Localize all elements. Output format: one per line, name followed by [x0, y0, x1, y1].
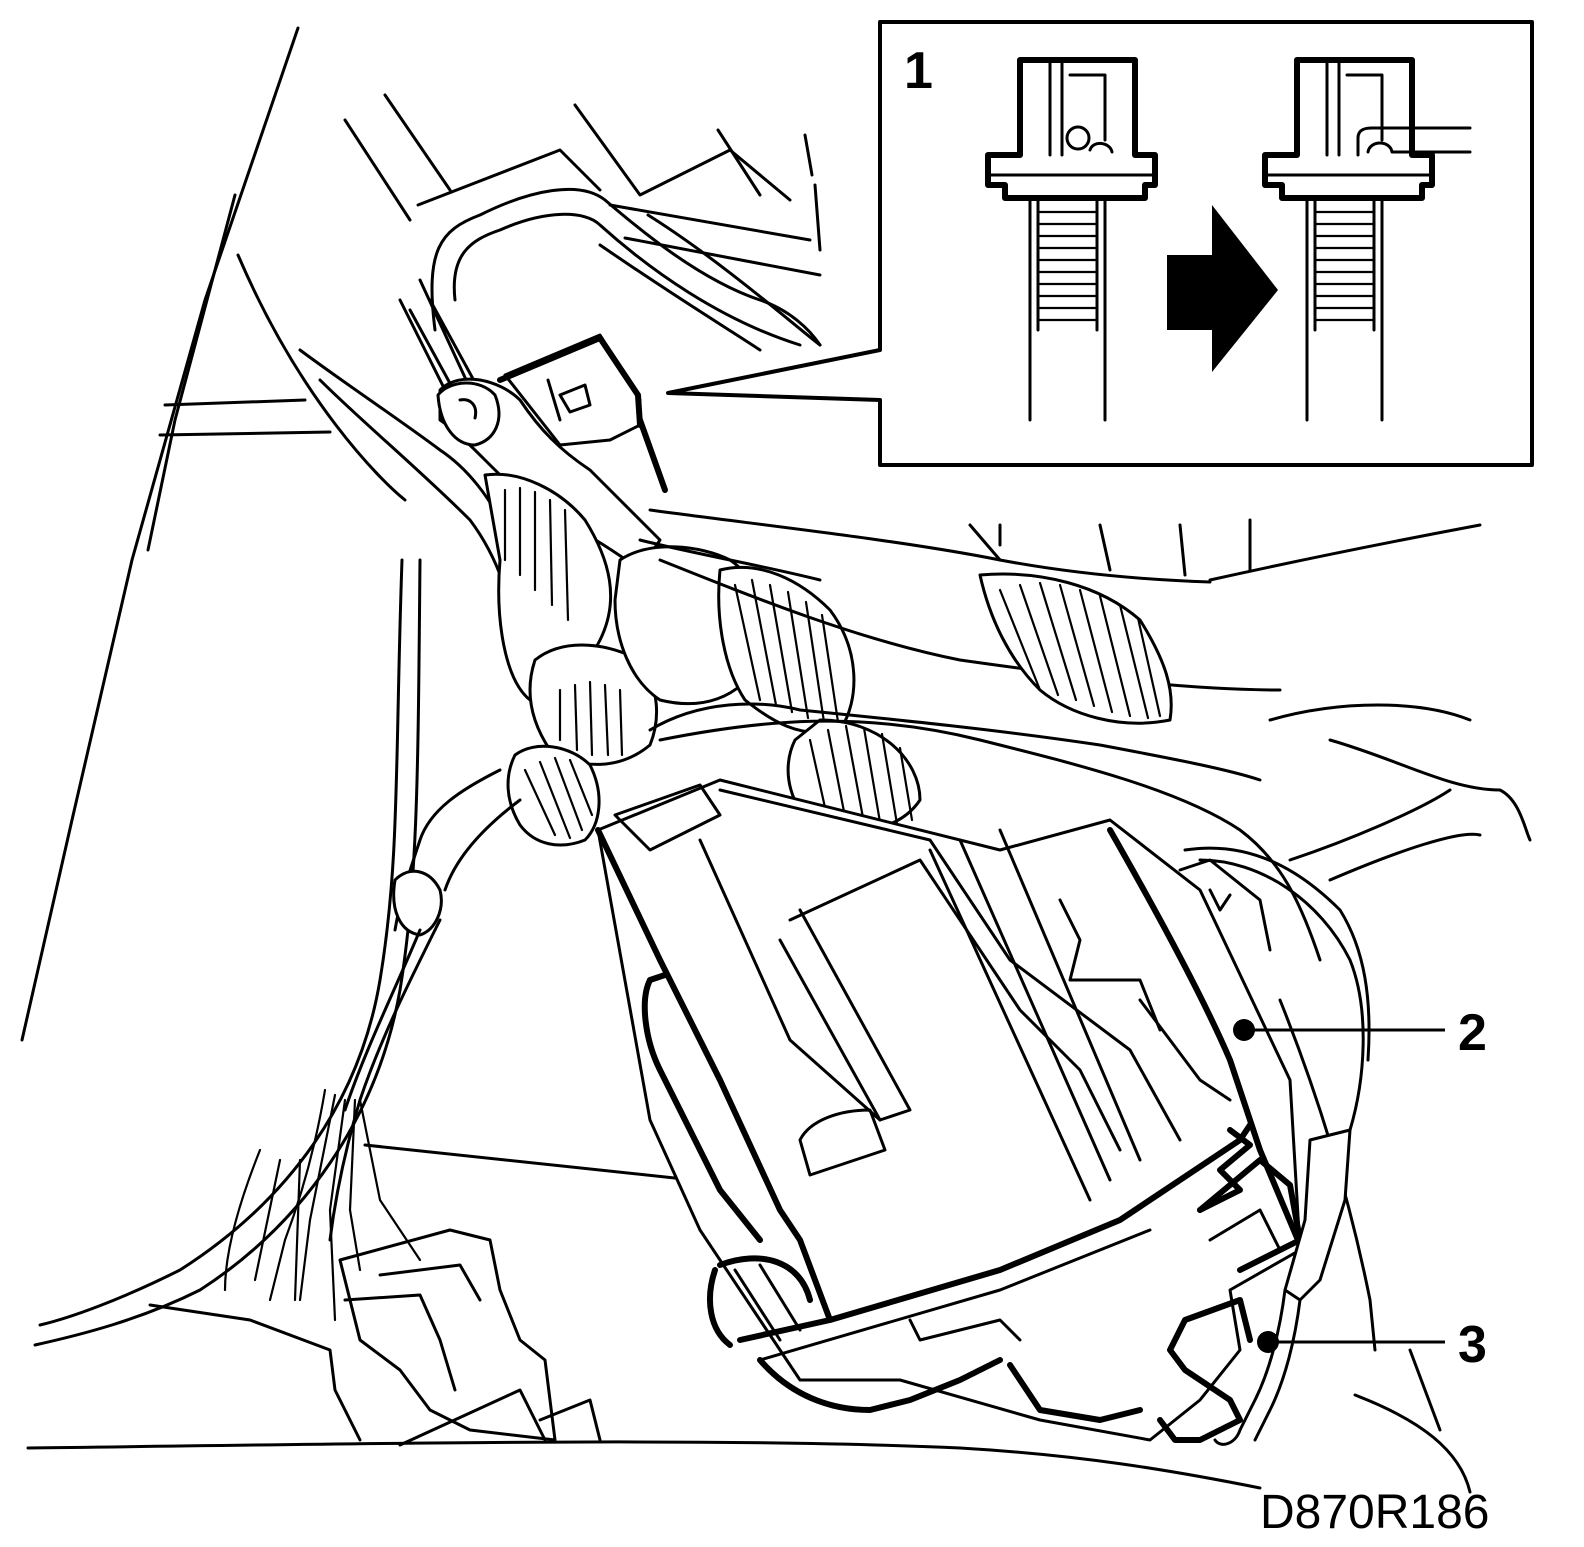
detail-inset: 1 [666, 20, 1534, 467]
callout-2: 2 [1233, 1004, 1487, 1062]
callout-label-1: 1 [904, 42, 933, 100]
control-module [595, 408, 1371, 1446]
drawing-id: D870R186 [1260, 1486, 1490, 1539]
right-arrow-icon [1167, 205, 1278, 372]
fitting-before [985, 57, 1158, 422]
callout-label-3: 3 [1458, 1316, 1487, 1374]
upper-wire-harness [223, 187, 1282, 1322]
sensor-connector [436, 333, 668, 493]
fitting-after [1262, 57, 1472, 422]
callout-label-2: 2 [1458, 1004, 1487, 1062]
callout-3: 3 [1257, 1316, 1487, 1374]
